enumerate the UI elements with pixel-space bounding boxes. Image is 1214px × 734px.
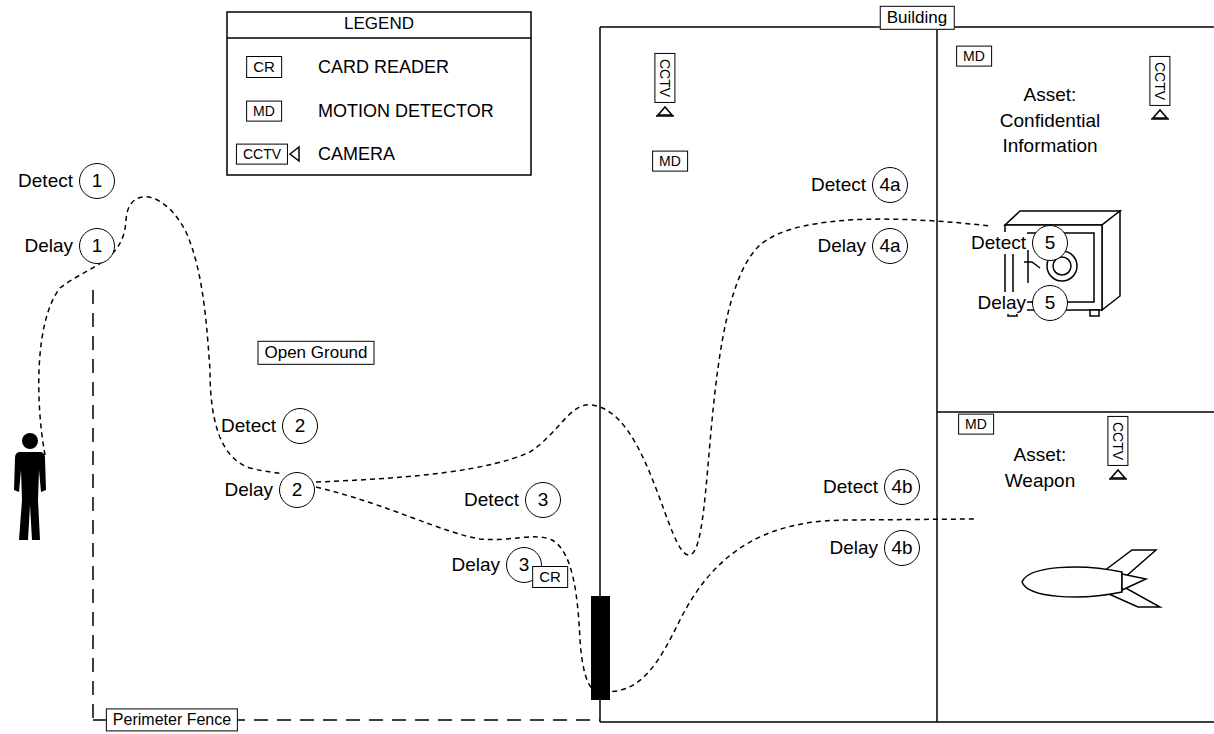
label-box: CCTV xyxy=(236,144,288,165)
safe-illustration xyxy=(1005,211,1120,225)
camera-lens xyxy=(290,147,299,161)
adversary-path xyxy=(316,219,990,555)
adversary-figure xyxy=(14,452,46,540)
camera-symbol: CCTV xyxy=(1150,56,1171,106)
stage-label: Detect xyxy=(810,174,867,196)
box-text: MD xyxy=(965,416,987,432)
camera-lens xyxy=(658,107,672,115)
callout-number: 1 xyxy=(92,235,103,257)
stage-circle: Detect4b xyxy=(884,469,920,505)
stage-circle: Delay2 xyxy=(279,472,315,508)
box-text: CCTV xyxy=(243,146,281,162)
box-text: CCTV xyxy=(657,59,673,97)
adversary-path xyxy=(39,197,990,692)
stage-label: Detect xyxy=(822,476,879,498)
label-box: Open Ground xyxy=(257,341,374,365)
label-box: CR xyxy=(532,566,568,588)
callout-number: 1 xyxy=(92,170,103,192)
stage-label: Delay xyxy=(223,479,274,501)
text-label: Asset: Weapon xyxy=(995,442,1085,493)
stage-label: Delay xyxy=(828,537,879,559)
callout-number: 2 xyxy=(292,479,303,501)
label-box: CR xyxy=(246,56,282,78)
box-text: Perimeter Fence xyxy=(113,711,231,728)
adversary-path xyxy=(316,487,975,692)
label-box: Building xyxy=(880,6,955,30)
legend-frame xyxy=(227,37,531,39)
box-text: Open Ground xyxy=(264,343,367,362)
box-text: MD xyxy=(963,48,985,64)
callout-number: 2 xyxy=(295,415,306,437)
legend-text: CAMERA xyxy=(318,142,395,166)
stage-circle: Detect4a xyxy=(872,167,908,203)
building-walls xyxy=(937,411,1214,413)
weapon-illustration xyxy=(1122,574,1146,590)
stage-label: Detect xyxy=(17,170,74,192)
building-walls xyxy=(936,27,938,722)
stage-circle: Delay4b xyxy=(884,530,920,566)
stage-circle: Delay4a xyxy=(872,228,908,264)
stage-label: Delay xyxy=(450,554,501,576)
label-box: Perimeter Fence xyxy=(106,708,238,731)
camera-symbol: CCTV xyxy=(655,53,676,103)
door xyxy=(591,596,610,700)
camera-lens xyxy=(1151,118,1169,120)
callout-number: 4b xyxy=(891,476,912,498)
stage-circle: Detect1 xyxy=(79,163,115,199)
building-walls xyxy=(600,721,1214,723)
stage-circle: Delay5 xyxy=(1032,285,1068,321)
adversary-path xyxy=(39,197,283,474)
weapon-illustration xyxy=(1022,567,1122,597)
box-text: MD xyxy=(253,103,275,119)
callout-number: 5 xyxy=(1045,292,1056,314)
text-label: Asset: Confidential Information xyxy=(980,82,1120,159)
adversary-figure xyxy=(14,433,46,540)
text-label: LEGEND xyxy=(309,13,449,36)
label-box: MD xyxy=(956,46,992,67)
callout-number: 3 xyxy=(519,554,530,576)
stage-label: Delay xyxy=(976,292,1027,314)
stage-label: Detect xyxy=(220,415,277,437)
label-box: MD xyxy=(958,414,994,435)
camera-lens xyxy=(290,107,1169,479)
camera-symbol: CCTV xyxy=(1108,416,1129,466)
stage-label: Detect xyxy=(970,232,1027,254)
legend-text: MOTION DETECTOR xyxy=(318,99,494,123)
stage-label: Delay xyxy=(23,235,74,257)
camera-lens xyxy=(1111,470,1125,478)
camera-lens xyxy=(656,115,674,117)
stage-circle: Delay1 xyxy=(79,228,115,264)
stage-label: Delay xyxy=(816,235,867,257)
box-text: MD xyxy=(659,153,681,169)
weapon-illustration xyxy=(1022,550,1160,607)
legend-text: CARD READER xyxy=(318,55,449,79)
callout-number: 3 xyxy=(538,489,549,511)
label-box: MD xyxy=(652,151,688,172)
label-box: MD xyxy=(246,101,282,122)
perimeter-fence xyxy=(93,290,600,720)
box-text: Building xyxy=(887,8,948,27)
stage-circle: Detect2 xyxy=(282,408,318,444)
stage-circle: Detect3 xyxy=(525,482,561,518)
callout-number: 5 xyxy=(1045,232,1056,254)
callout-number: 4a xyxy=(879,174,900,196)
perimeter-fence xyxy=(92,290,94,720)
legend-frame xyxy=(227,12,531,175)
box-text: CR xyxy=(539,568,561,585)
box-text: CCTV xyxy=(1110,422,1126,460)
legend-frame xyxy=(227,12,531,175)
building-walls xyxy=(600,27,1214,722)
camera-lens xyxy=(1109,478,1127,480)
box-text: CCTV xyxy=(1152,62,1168,100)
callout-number: 4b xyxy=(891,537,912,559)
callout-number: 4a xyxy=(879,235,900,257)
box-text: CR xyxy=(253,58,275,75)
camera-lens xyxy=(1153,110,1167,118)
safe-illustration xyxy=(1102,211,1120,310)
stage-circle: Detect5 xyxy=(1032,225,1068,261)
stage-label: Detect xyxy=(463,489,520,511)
adversary-figure xyxy=(22,433,38,449)
safe-illustration xyxy=(1090,310,1099,316)
